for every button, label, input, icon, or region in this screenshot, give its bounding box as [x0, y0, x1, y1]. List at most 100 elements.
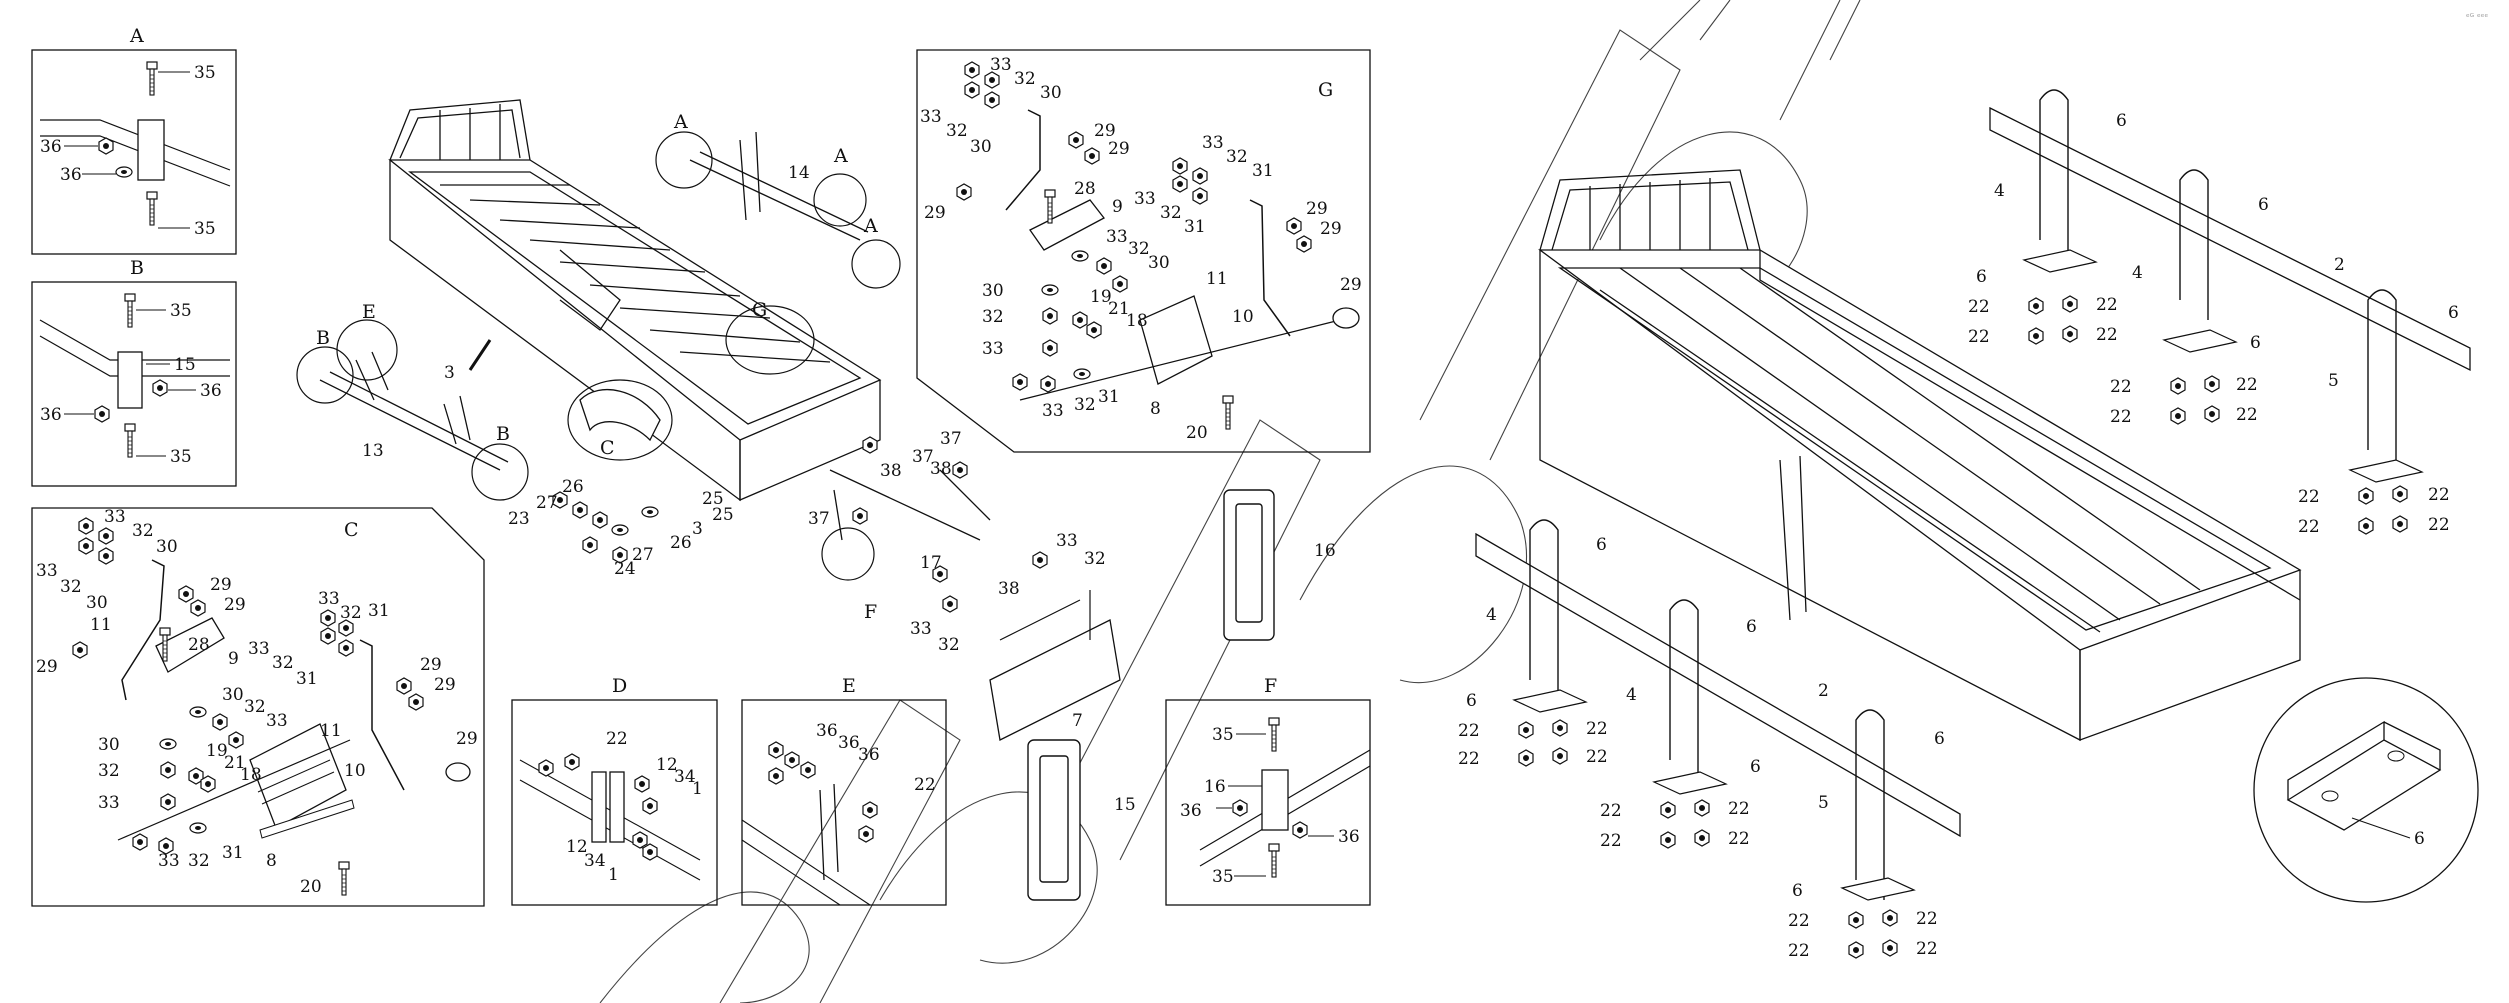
bolt-icon — [124, 423, 136, 458]
part-label: 6 — [2250, 333, 2261, 353]
nut-icon — [1660, 801, 1676, 819]
washer-icon — [159, 738, 177, 750]
part-label: 22 — [1600, 801, 1622, 821]
part-label: 6 — [1750, 757, 1761, 777]
part-label: 27 — [632, 545, 654, 565]
nut-icon — [1552, 719, 1568, 737]
nut-icon — [1694, 829, 1710, 847]
part-label: 32 — [98, 761, 120, 781]
bar-17 — [829, 469, 991, 541]
nut-icon — [72, 641, 88, 659]
nut-icon — [2204, 375, 2220, 393]
truck-labels: 14 3 13 26 27 23 3 26 27 24 25 25 37 38 … — [362, 163, 1336, 815]
part-label: 23 — [508, 509, 530, 529]
part-label: 32 — [272, 653, 294, 673]
nut-icon — [408, 693, 424, 711]
cargo-body-left — [388, 99, 882, 502]
nut-icon — [2358, 517, 2374, 535]
nut-icon — [1096, 257, 1112, 275]
part-label: 34 — [584, 851, 606, 871]
part-label: 14 — [788, 163, 810, 183]
nut-icon — [1192, 187, 1208, 205]
part-label: 3 — [692, 519, 703, 539]
part-label: 22 — [1788, 911, 1810, 931]
part-label: 33 — [1134, 189, 1156, 209]
nut-icon — [78, 537, 94, 555]
part-label: 31 — [1098, 387, 1120, 407]
nut-icon — [152, 379, 168, 397]
part-label: 22 — [2428, 485, 2450, 505]
washer-icon — [115, 166, 133, 178]
part-label: 21 — [224, 753, 246, 773]
nut-icon — [862, 801, 878, 819]
part-label: 22 — [2110, 407, 2132, 427]
nut-icon — [160, 761, 176, 779]
part-label: 30 — [98, 735, 120, 755]
nut-icon — [78, 517, 94, 535]
nut-icon — [132, 833, 148, 851]
nut-icon — [572, 501, 588, 519]
washer-icon — [189, 706, 207, 718]
part-label: 22 — [1788, 941, 1810, 961]
bracket-15 — [1027, 739, 1081, 901]
part-label: 33 — [982, 339, 1004, 359]
part-label: 36 — [1338, 827, 1360, 847]
part-label: 4 — [1626, 685, 1637, 705]
part-label: 11 — [320, 721, 342, 741]
part-label: 18 — [1126, 311, 1148, 331]
part-label: 31 — [222, 843, 244, 863]
nut-icon — [538, 759, 554, 777]
nut-icon — [2062, 295, 2078, 313]
nut-icon — [1552, 747, 1568, 765]
part-label: 4 — [1486, 605, 1497, 625]
panel-d-title: D — [612, 675, 627, 697]
panel-c: C 33 32 30 33 — [31, 507, 485, 907]
nut-icon — [1072, 311, 1088, 329]
part-label: 33 — [266, 711, 288, 731]
panel-b-title: B — [130, 257, 144, 279]
part-label: 33 — [1202, 133, 1224, 153]
part-label: 36 — [816, 721, 838, 741]
panel-f: F 35 16 36 36 35 — [1165, 675, 1371, 906]
nut-icon — [1042, 339, 1058, 357]
nut-icon — [2358, 487, 2374, 505]
part-label: 22 — [1916, 939, 1938, 959]
nut-icon — [1086, 321, 1102, 339]
panel-b: B 35 15 36 36 35 — [31, 257, 237, 487]
part-label: 34 — [674, 767, 696, 787]
callout-circle-f — [821, 527, 875, 581]
callout-letter: A — [863, 215, 878, 237]
part-label: 1 — [692, 779, 703, 799]
part-label: 2 — [1818, 681, 1829, 701]
nut-icon — [2204, 405, 2220, 423]
panel-c-title: C — [344, 519, 359, 541]
panel-f-title: F — [1264, 675, 1277, 697]
nut-icon — [862, 436, 878, 454]
panel-d: D 22 12 34 1 12 34 1 — [511, 675, 718, 906]
nut-icon — [1084, 147, 1100, 165]
part-label: 19 — [206, 741, 228, 761]
part-label: 7 — [1072, 711, 1083, 731]
nut-icon — [564, 753, 580, 771]
part-label: 32 — [982, 307, 1004, 327]
part-label: 21 — [1108, 299, 1130, 319]
fender-part — [579, 388, 661, 442]
part-label: 33 — [920, 107, 942, 127]
nut-icon — [1192, 167, 1208, 185]
nut-icon — [2170, 407, 2186, 425]
part-label: 20 — [300, 877, 322, 897]
part-label: 38 — [930, 459, 952, 479]
part-label: 28 — [188, 635, 210, 655]
nut-icon — [1518, 721, 1534, 739]
panel-e: E 36 36 36 22 — [741, 675, 947, 906]
nut-icon — [1694, 799, 1710, 817]
part-label: 32 — [1160, 203, 1182, 223]
part-label: 4 — [2132, 263, 2143, 283]
nut-icon — [2028, 297, 2044, 315]
part-label: 11 — [1206, 269, 1228, 289]
part-label: 6 — [2258, 195, 2269, 215]
part-label: 29 — [1306, 199, 1328, 219]
part-label: 35 — [170, 301, 192, 321]
part-label: 30 — [156, 537, 178, 557]
